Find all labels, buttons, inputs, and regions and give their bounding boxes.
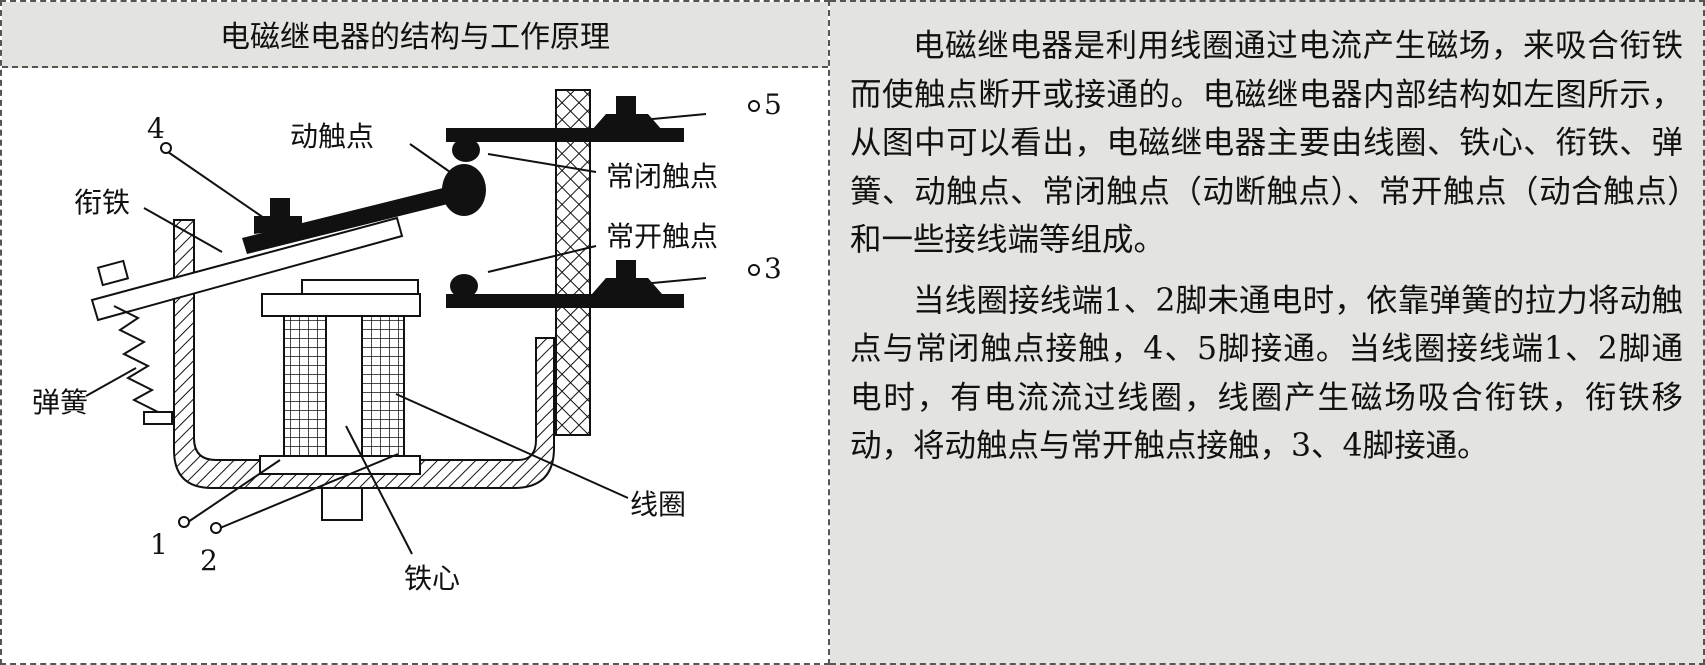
label-terminal-4: 4: [147, 112, 165, 145]
paragraph-operation: 当线圈接线端1、2脚未通电时，依靠弹簧的拉力将动触点与常闭触点接触，4、5脚接通…: [850, 282, 1683, 465]
relay-diagram: 4 5 3 1 2 动触点 常闭触点 常开触点 衔铁 弹簧 线圈 铁心: [32, 88, 782, 595]
moving-contact-arm: [242, 182, 472, 254]
terminal-3-block: [592, 260, 662, 294]
leader-lines: [85, 113, 707, 555]
label-normally-closed: 常闭触点: [606, 160, 718, 193]
terminal-4-block: [254, 198, 302, 234]
diagram-title: 电磁继电器的结构与工作原理: [2, 2, 828, 68]
core-top-cap: [301, 279, 419, 295]
label-terminal-1: 1: [150, 528, 168, 561]
label-iron-core: 铁心: [404, 562, 460, 595]
core-bolt: [321, 487, 363, 521]
core-top-plate: [261, 293, 421, 317]
no-contact-bar: [446, 294, 684, 308]
insulator-bar: [555, 89, 591, 436]
label-terminal-5: 5: [764, 88, 782, 121]
label-terminal-2: 2: [200, 544, 218, 577]
diagram-panel: 电磁继电器的结构与工作原理: [0, 0, 830, 665]
yoke-frame: [173, 219, 555, 489]
armature: [90, 216, 404, 322]
label-coil: 线圈: [630, 488, 686, 521]
nc-contact-bar: [446, 128, 684, 142]
paragraph-intro: 电磁继电器是利用线圈通过电流产生磁场，来吸合衔铁而使触点断开或接通的。电磁继电器…: [850, 28, 1683, 258]
label-armature: 衔铁: [74, 186, 130, 219]
iron-core: [325, 315, 363, 457]
label-moving-contact: 动触点: [290, 120, 374, 153]
label-spring: 弹簧: [32, 386, 88, 419]
spring-anchor: [143, 411, 173, 425]
coil-left-winding: [283, 315, 327, 457]
terminal-circles: [160, 100, 760, 534]
no-contact: [450, 274, 478, 298]
spring: [113, 305, 159, 413]
label-terminal-3: 3: [764, 252, 782, 285]
moving-contact: [442, 164, 486, 216]
terminal-5-block: [592, 96, 662, 130]
text-panel: 电磁继电器是利用线圈通过电流产生磁场，来吸合衔铁而使触点断开或接通的。电磁继电器…: [830, 0, 1705, 665]
label-normally-open: 常开触点: [606, 220, 718, 253]
nc-contact: [452, 138, 480, 162]
coil-right-winding: [361, 315, 405, 457]
core-bottom-plate: [259, 455, 421, 475]
